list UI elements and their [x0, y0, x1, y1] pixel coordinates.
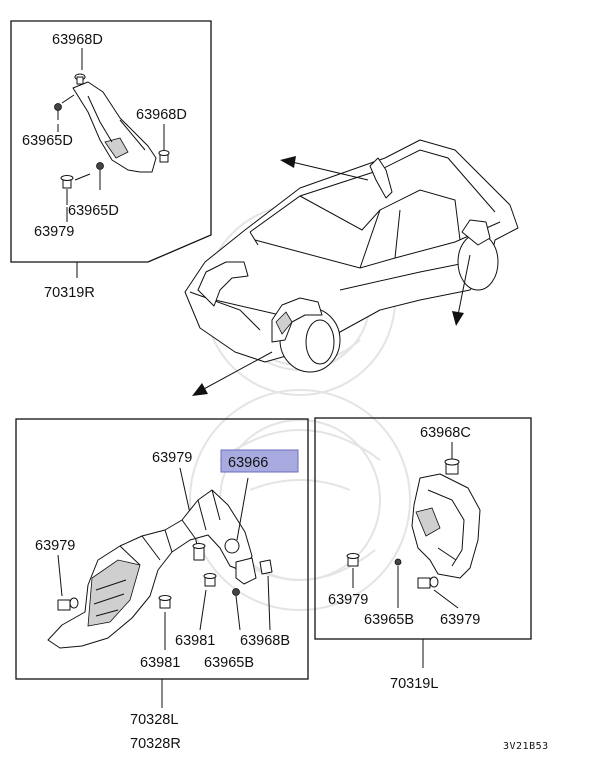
clip-63979-rear-left — [346, 553, 360, 588]
label-63979-rear-left: 63979 — [328, 592, 368, 608]
label-63968d-top: 63968D — [52, 32, 103, 48]
screw-63965d-lower — [96, 162, 104, 190]
clip-63981-left — [158, 595, 172, 650]
lower-left-box: 63966 63979 — [15, 418, 309, 752]
label-63965b-left: 63965B — [204, 655, 254, 671]
label-63979-top: 63979 — [152, 450, 192, 466]
diagram-code: 3V21B53 — [503, 741, 549, 752]
upper-left-box: 63968D 63968D 63965D 63965D 63979 70319R — [10, 20, 212, 301]
label-70328l: 70328L — [130, 712, 178, 728]
label-63965b-rear: 63965B — [364, 612, 414, 628]
clip-63968b — [259, 559, 273, 631]
label-70319l: 70319L — [390, 676, 438, 692]
highlight-box-63966 — [220, 449, 299, 473]
label-63981-left: 63981 — [140, 655, 180, 671]
label-63979-left: 63979 — [35, 538, 75, 554]
trim-strip-part — [72, 81, 157, 173]
screw-63965b-left — [232, 588, 241, 631]
rear-liner-part — [411, 473, 481, 579]
label-63979-rear-right: 63979 — [440, 612, 480, 628]
label-63965d-left: 63965D — [22, 133, 73, 149]
clip-63979-left — [57, 554, 79, 611]
clip-63968d-right — [158, 150, 170, 163]
screw-63965d-left — [54, 94, 75, 120]
lower-right-box: 63968C 63979 63965B 63979 — [314, 417, 532, 692]
label-63965d-lower: 63965D — [68, 203, 119, 219]
clip-63981-right — [199, 573, 217, 631]
clip-63979-rear-right — [417, 576, 459, 609]
car-illustration — [184, 139, 519, 373]
pointer-arrows — [192, 156, 471, 396]
clip-63968c — [444, 458, 460, 475]
label-63968d-right: 63968D — [136, 107, 187, 123]
label-63981-right: 63981 — [175, 633, 215, 649]
label-70328r: 70328R — [130, 736, 181, 752]
screw-63965b-rear — [394, 558, 402, 608]
label-63966: 63966 — [228, 455, 268, 471]
label-63968c: 63968C — [420, 425, 471, 441]
label-63979-upper: 63979 — [34, 224, 74, 240]
clip-63979-top — [192, 543, 206, 561]
clip-63968d-top — [74, 73, 86, 85]
clip-63966 — [224, 477, 249, 554]
fender-liner-part — [47, 489, 253, 649]
label-63968b: 63968B — [240, 633, 290, 649]
clip-63979-upper — [60, 175, 74, 205]
label-70319r: 70319R — [44, 285, 95, 301]
